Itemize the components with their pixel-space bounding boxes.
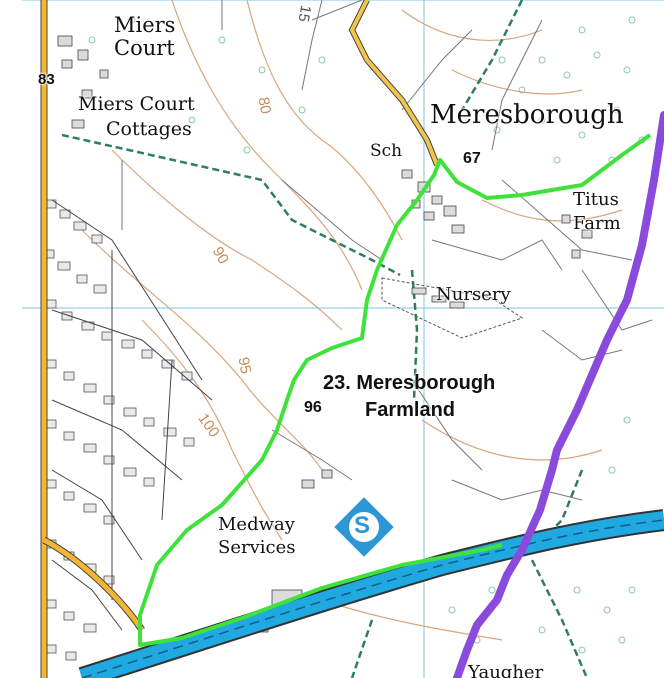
spot-height-67: 67 [463,150,481,167]
label-line: Medway [218,514,295,535]
label-line: Services [218,537,296,558]
place-label-medway-services: Medway Services [218,513,295,559]
services-symbol-letter: S [354,512,371,539]
map-canvas [22,0,664,678]
place-label-meresborough: Meresborough [430,100,624,130]
label-line: Titus [573,189,619,210]
field-boundaries [121,0,653,501]
minor-road-left [40,0,145,678]
label-line: Farmland [365,399,456,421]
contour-label-80: 80 [254,95,275,116]
spot-height-96: 96 [304,399,322,416]
contour-label-95: 95 [234,355,255,376]
label-line: Miers Court [78,93,195,115]
site-label: 23. Meresborough Farmland [323,370,495,424]
label-line: Cottages [106,118,192,140]
label-line: Miers [114,13,176,37]
route-line [138,133,652,647]
label-line: Court [114,36,175,60]
place-label-miers-court: Miers Court [114,14,175,60]
label-line: Farm [573,213,621,234]
place-label-bottom-partial: Yaugher [468,662,544,678]
place-label-sch: Sch [370,141,403,161]
boundary-line [453,111,664,678]
services-symbol [331,494,397,560]
place-label-nursery: Nursery [436,284,511,305]
place-label-titus-farm: Titus Farm [573,188,621,236]
motorway [78,509,664,678]
contour-lines [81,0,623,641]
contour-label-15: 15 [294,3,315,24]
housing-streets [51,199,213,631]
woodland-area [88,16,646,654]
spot-height-83: 83 [38,71,55,88]
place-label-miers-court-cottages: Miers Court Cottages [78,92,195,142]
label-line: 23. Meresborough [323,372,496,394]
minor-road-top [348,0,440,167]
